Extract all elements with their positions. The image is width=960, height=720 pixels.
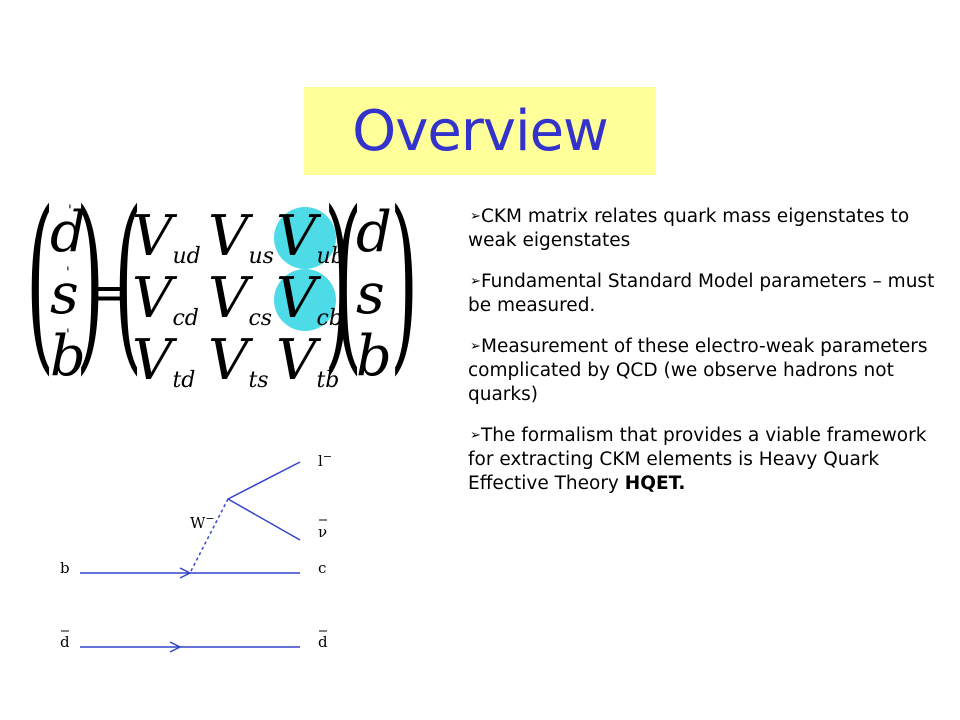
- bullet-item: ➢ CKM matrix relates quark mass eigensta…: [468, 206, 910, 251]
- element-vcb: Vcb: [276, 266, 343, 332]
- w-label: W−: [190, 512, 215, 532]
- lepton-line: [227, 461, 301, 500]
- highlight-vub: [274, 207, 336, 269]
- bullet-item: ➢ The formalism that provides a viable f…: [468, 425, 927, 494]
- prime-d: ': [68, 203, 72, 219]
- equals-sign: =: [90, 265, 131, 321]
- element-vtd: Vtd: [132, 328, 196, 394]
- element-vcs: Vcs: [208, 266, 273, 332]
- element-vcd: Vcd: [132, 266, 199, 332]
- b-label: b: [60, 559, 70, 577]
- dbar-in-label: d: [60, 633, 70, 651]
- lhs-d: d: [50, 200, 86, 265]
- lepton-label: l−: [318, 450, 332, 470]
- ckm-matrix-equation: ( ) d ' s ' b ' = ( ) Vud Vus Vub Vcd Vc…: [26, 187, 420, 395]
- bullet-list: ➢ CKM matrix relates quark mass eigensta…: [468, 205, 954, 513]
- bullet-item: ➢ Measurement of these electro-weak para…: [468, 336, 928, 405]
- hqet-bold: HQET.: [624, 473, 686, 494]
- element-vts: Vts: [208, 328, 269, 394]
- arrow-bullet-icon: ➢: [470, 274, 481, 289]
- element-vtb: Vtb: [276, 328, 340, 394]
- neutrino-line: [227, 498, 301, 541]
- feynman-diagram: W− l− ν b c d d: [60, 450, 332, 653]
- element-vud: Vud: [132, 204, 201, 270]
- c-label: c: [318, 559, 326, 577]
- lhs-s: s: [50, 262, 79, 327]
- ckm-paren-left: (: [114, 171, 143, 392]
- bullet-item: ➢ Fundamental Standard Model parameters …: [468, 271, 935, 316]
- dbar-out-label: d: [318, 633, 328, 651]
- lhs-b: b: [50, 324, 86, 389]
- page-title: Overview: [352, 98, 609, 164]
- rhs-paren-left: (: [334, 171, 363, 392]
- rhs-paren-right: ): [390, 171, 419, 392]
- paren-right: ): [76, 171, 105, 392]
- ckm-paren-right: ): [324, 171, 353, 392]
- paren-left: (: [26, 171, 55, 392]
- element-vub: Vub: [276, 204, 345, 270]
- arrow-bullet-icon: ➢: [470, 339, 481, 354]
- prime-s: ': [66, 265, 70, 281]
- prime-b: ': [66, 327, 70, 343]
- w-boson-line: [189, 498, 229, 574]
- highlight-vcb: [274, 269, 336, 331]
- rhs-d: d: [356, 200, 392, 265]
- spectator-arrow: [169, 641, 182, 653]
- element-vus: Vus: [208, 204, 274, 270]
- title-box: Overview: [304, 87, 656, 175]
- neutrino-label: ν: [318, 523, 327, 541]
- rhs-b: b: [356, 324, 392, 389]
- rhs-s: s: [356, 262, 385, 327]
- arrow-bullet-icon: ➢: [470, 428, 481, 443]
- arrow-bullet-icon: ➢: [470, 209, 481, 224]
- b-quark-arrow: [179, 567, 192, 579]
